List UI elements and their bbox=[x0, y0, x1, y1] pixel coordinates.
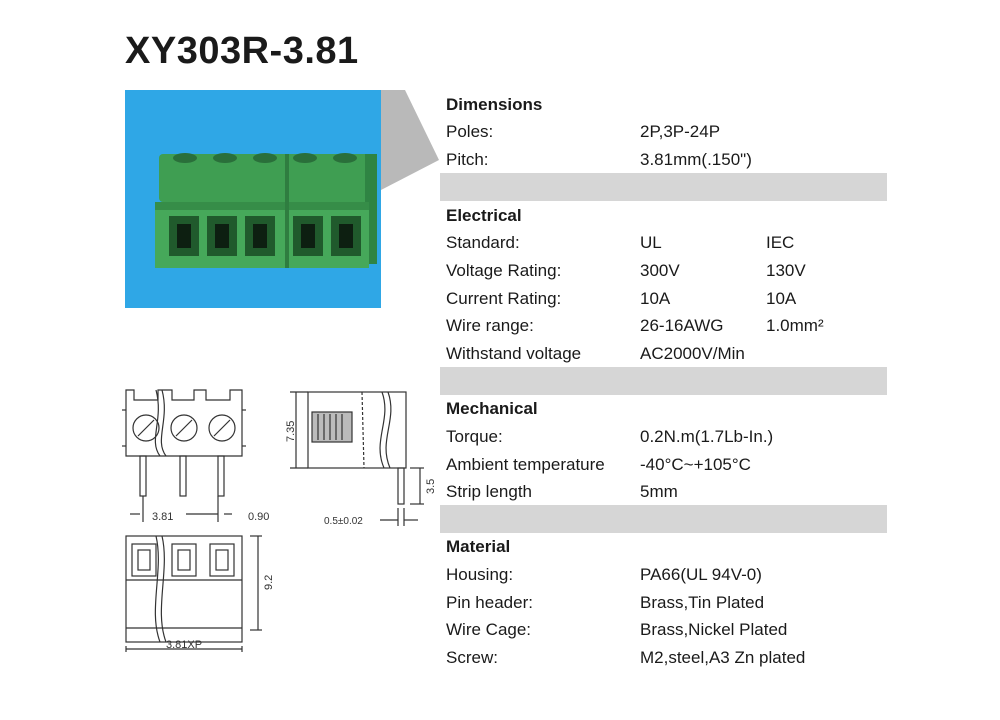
dim-label-pin-offset: 0.90 bbox=[248, 511, 269, 523]
spec-value-iec: 1.0mm² bbox=[766, 316, 824, 335]
spec-label: Pitch: bbox=[446, 150, 489, 169]
spec-value: 2P,3P-24P bbox=[640, 122, 721, 141]
section-heading-mechanical: Mechanical bbox=[446, 399, 538, 418]
dim-label-depth: 9.2 bbox=[263, 575, 275, 590]
product-photo bbox=[125, 90, 381, 308]
section-heading-material: Material bbox=[446, 537, 511, 556]
spec-value-ul: 26-16AWG bbox=[640, 316, 724, 335]
spec-label: Wire range: bbox=[446, 316, 534, 335]
section-heading-electrical: Electrical bbox=[446, 206, 522, 225]
spec-label: Screw: bbox=[446, 648, 498, 667]
spec-value: 5mm bbox=[640, 482, 678, 501]
dim-label-pin-width: 0.5±0.02 bbox=[324, 516, 363, 527]
spec-value-iec: 10A bbox=[766, 289, 797, 308]
section-heading-dimensions: Dimensions bbox=[446, 95, 543, 114]
section-separator bbox=[440, 173, 887, 201]
spec-label: Withstand voltage bbox=[446, 344, 582, 363]
terminal-block-illustration bbox=[155, 153, 377, 268]
dim-label-pitch: 3.81 bbox=[152, 511, 173, 523]
spec-value: M2,steel,A3 Zn plated bbox=[640, 648, 806, 667]
section-separator bbox=[440, 505, 887, 533]
dim-label-height: 7.35 bbox=[285, 421, 297, 442]
spec-value: -40°C~+105°C bbox=[640, 455, 751, 474]
spec-value: Brass,Nickel Plated bbox=[640, 620, 788, 639]
section-separator bbox=[440, 367, 887, 395]
spec-label: Torque: bbox=[446, 427, 503, 446]
spec-label: Pin header: bbox=[446, 593, 533, 612]
spec-value: Brass,Tin Plated bbox=[640, 593, 765, 612]
spec-value-ul: UL bbox=[640, 233, 662, 252]
spec-label: Housing: bbox=[446, 565, 514, 584]
spec-value-ul: 300V bbox=[640, 261, 680, 280]
spec-label: Standard: bbox=[446, 233, 520, 252]
spec-value: 3.81mm(.150") bbox=[640, 150, 752, 169]
product-title: XY303R-3.81 bbox=[125, 30, 359, 72]
spec-label: Current Rating: bbox=[446, 289, 562, 308]
dim-label-pin-length: 3.5 bbox=[425, 479, 437, 494]
spec-value-iec: 130V bbox=[766, 261, 806, 280]
spec-value-iec: IEC bbox=[766, 233, 795, 252]
spec-label: Poles: bbox=[446, 122, 494, 141]
spec-value: PA66(UL 94V-0) bbox=[640, 565, 762, 584]
spec-label: Ambient temperature bbox=[446, 455, 605, 474]
dim-label-width: 3.81XP bbox=[166, 639, 202, 651]
spec-value-ul: 10A bbox=[640, 289, 671, 308]
dimension-drawings: 3.81 0.90 7.35 3.5 0.5±0.02 9.2 3.81XP bbox=[122, 389, 437, 652]
photo-callout-wedge bbox=[381, 90, 439, 190]
spec-value: AC2000V/Min bbox=[640, 344, 745, 363]
spec-label: Strip length bbox=[446, 482, 532, 501]
spec-label: Voltage Rating: bbox=[446, 261, 562, 280]
spec-label: Wire Cage: bbox=[446, 620, 532, 639]
spec-value: 0.2N.m(1.7Lb-In.) bbox=[640, 427, 774, 446]
